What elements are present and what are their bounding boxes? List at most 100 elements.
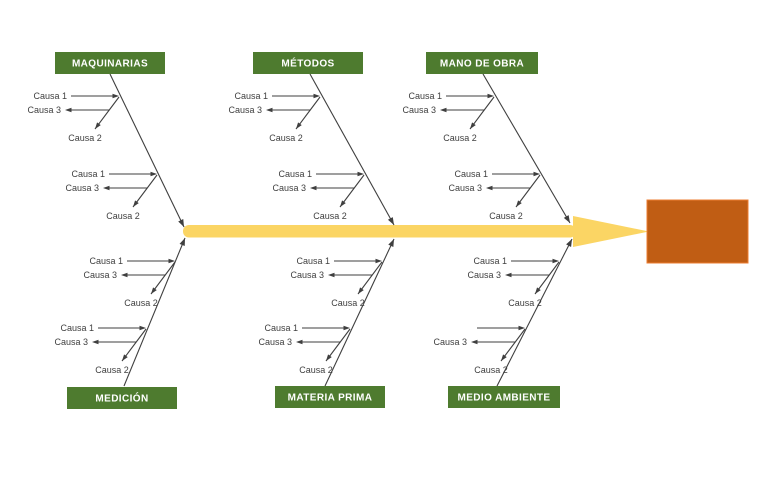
spine-arrow [183, 225, 576, 238]
causa1-arrowhead [313, 93, 320, 99]
category-box-medio-ambiente [448, 386, 560, 408]
causa1-arrowhead [552, 258, 559, 264]
causa3-arrowhead [103, 185, 110, 191]
cause-cluster: Causa 1 Causa 2 Causa 3 [290, 256, 383, 308]
causa3-label: Causa 3 [467, 270, 501, 280]
causa3-arrowhead [310, 185, 317, 191]
causa1-arrowhead [375, 258, 382, 264]
category-box-medicion [67, 387, 177, 409]
causa1-arrowhead [487, 93, 494, 99]
causa1-label: Causa 1 [408, 91, 442, 101]
cause-cluster: Causa 1 Causa 2 Causa 3 [272, 169, 365, 221]
effect-box [646, 199, 749, 264]
causa3-label: Causa 3 [290, 270, 324, 280]
bone-arrowhead-metodos [387, 217, 394, 225]
causa2-arrowhead [95, 122, 101, 129]
causa1-arrowhead [343, 325, 350, 331]
causa3-arrowhead [65, 107, 72, 113]
bone-arrowhead-maquinarias [178, 219, 184, 227]
causa3-label: Causa 3 [272, 183, 306, 193]
causa2-arrowhead [296, 122, 302, 129]
causa2-label: Causa 2 [299, 365, 333, 375]
causa1-label: Causa 1 [264, 323, 298, 333]
causa2-label: Causa 2 [68, 133, 102, 143]
causa2-arrow [132, 174, 158, 208]
bone-materia-prima [324, 238, 395, 387]
causa3-arrowhead [121, 272, 128, 278]
causa2-arrow [469, 96, 495, 130]
spine-arrowhead [573, 216, 649, 247]
causa3-arrowhead [486, 185, 493, 191]
causa1-arrowhead [112, 93, 119, 99]
bone-arrowhead-materia-prima [388, 239, 394, 247]
causa2-label: Causa 2 [313, 211, 347, 221]
causa2-arrowhead [133, 200, 139, 207]
causa2-label: Causa 2 [474, 365, 508, 375]
causa2-arrow [295, 96, 321, 130]
causa3-label: Causa 3 [258, 337, 292, 347]
causa1-label: Causa 1 [33, 91, 67, 101]
causa2-label: Causa 2 [331, 298, 365, 308]
causa2-arrowhead [516, 200, 522, 207]
causa2-arrow [515, 174, 541, 208]
causa2-label: Causa 2 [124, 298, 158, 308]
causa3-arrowhead [440, 107, 447, 113]
bone-arrowhead-medicion [179, 238, 185, 247]
causa3-arrowhead [92, 339, 99, 345]
causa2-arrowhead [151, 287, 157, 294]
causa1-label: Causa 1 [296, 256, 330, 266]
causa2-arrowhead [340, 200, 346, 207]
causa1-label: Causa 1 [71, 169, 105, 179]
category-label-medio-ambiente: MEDIO AMBIENTE [457, 393, 550, 404]
causa1-label: Causa 1 [454, 169, 488, 179]
causa2-label: Causa 2 [269, 133, 303, 143]
causa2-arrow [150, 261, 176, 295]
causa1-label: Causa 1 [473, 256, 507, 266]
causa3-label: Causa 3 [448, 183, 482, 193]
category-label-metodos: MÉTODOS [281, 57, 334, 70]
causa3-label: Causa 3 [228, 105, 262, 115]
causa2-arrowhead [501, 354, 507, 361]
causa3-label: Causa 3 [433, 337, 467, 347]
causa2-arrow [500, 328, 526, 362]
causa2-arrowhead [326, 354, 332, 361]
category-label-mano-de-obra: MANO DE OBRA [440, 59, 524, 70]
bone-arrowhead-mano-de-obra [563, 215, 570, 223]
causa2-arrow [325, 328, 351, 362]
bone-mano-de-obra [482, 73, 571, 224]
bone-medicion [123, 237, 186, 387]
causa3-arrowhead [505, 272, 512, 278]
causa3-arrowhead [296, 339, 303, 345]
causa3-label: Causa 3 [65, 183, 99, 193]
bone-arrowhead-medio-ambiente [566, 239, 572, 247]
cause-cluster: Causa 2 Causa 3 [433, 325, 526, 375]
causa2-arrowhead [470, 122, 476, 129]
causa1-label: Causa 1 [234, 91, 268, 101]
causa1-arrowhead [150, 171, 157, 177]
causa3-arrowhead [471, 339, 478, 345]
causa3-label: Causa 3 [27, 105, 61, 115]
bone-metodos [309, 73, 395, 226]
causa2-arrowhead [122, 354, 128, 361]
causa1-label: Causa 1 [60, 323, 94, 333]
causa1-label: Causa 1 [278, 169, 312, 179]
causa2-label: Causa 2 [95, 365, 129, 375]
causa1-arrowhead [139, 325, 146, 331]
causa1-label: Causa 1 [89, 256, 123, 266]
causa1-arrowhead [357, 171, 364, 177]
category-label-maquinarias: MAQUINARIAS [72, 59, 148, 70]
category-box-materia-prima [275, 386, 385, 408]
